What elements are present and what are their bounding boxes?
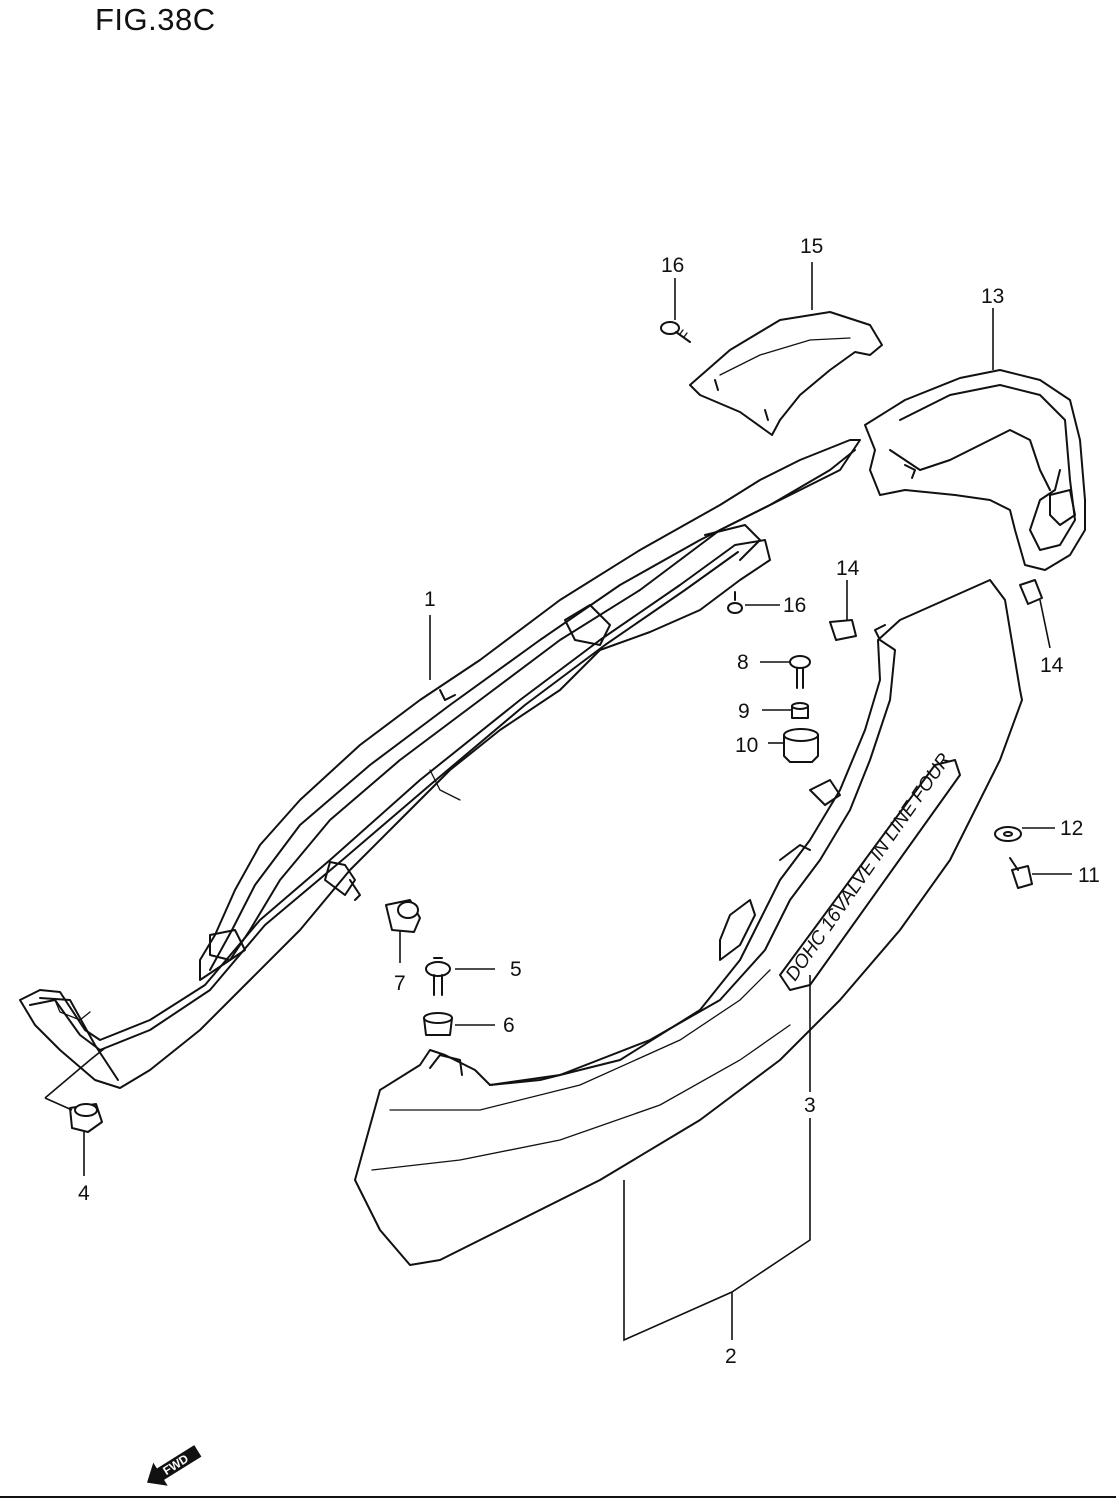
callout-8: 8 [737,651,749,674]
callout-5: 5 [510,958,522,981]
callout-14-left: 14 [836,557,860,580]
callout-12: 12 [1060,817,1083,840]
part-16-screw-top [660,321,691,343]
callout-10: 10 [735,734,758,757]
callout-1: 1 [424,588,436,611]
part-10-grommet [783,728,819,763]
callout-16-mid: 16 [783,594,806,617]
leader-lines [44,262,1072,1342]
part-12-washer [994,826,1022,842]
callout-3: 3 [804,1094,816,1117]
part-11-bolt [1009,857,1033,889]
part-6-nut [423,1012,453,1036]
part-8-bolt [789,655,811,689]
part-5-screw [425,957,451,996]
callout-4: 4 [78,1182,90,1205]
figure-title: FIG.38C [95,2,216,37]
callout-13: 13 [981,285,1004,308]
callout-16-top: 16 [661,254,684,277]
callout-14-right: 14 [1040,654,1064,677]
part-14-clip-left [829,619,857,641]
callout-15: 15 [800,235,823,258]
part-9-spacer [791,702,809,719]
part-1-frame-cover [19,439,861,1089]
callout-9: 9 [738,700,750,723]
part-15-top-cover [689,311,883,436]
part-16-screw-mid [727,591,743,614]
callout-labels: 1 2 3 4 5 6 7 8 9 10 11 12 13 14 14 15 1… [78,235,1100,1368]
callout-11: 11 [1078,864,1100,887]
fwd-arrow-icon: FWD [147,1445,202,1486]
part-13-tail-cover [864,369,1086,571]
part-4-cushion [69,1103,103,1133]
callout-6: 6 [503,1014,515,1037]
callout-7: 7 [394,972,406,995]
part-7-cushion [385,899,421,933]
part-2-side-cover: DOHC 16VALVE IN LINE FOUR [354,579,1023,1266]
callout-2: 2 [725,1345,737,1368]
part-14-clip-right [1019,579,1043,605]
